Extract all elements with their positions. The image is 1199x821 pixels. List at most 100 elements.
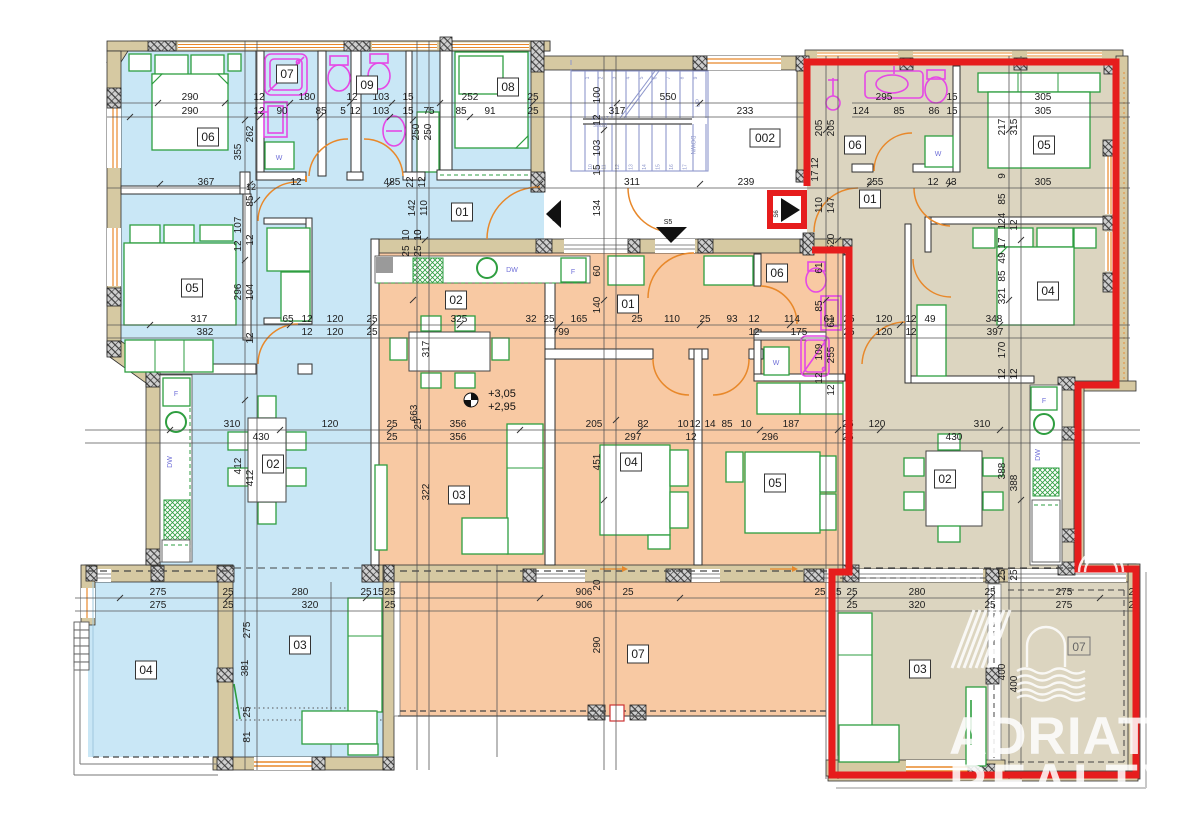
svg-text:1: 1 <box>585 76 591 79</box>
svg-text:25: 25 <box>222 587 234 598</box>
svg-text:12: 12 <box>826 384 837 396</box>
svg-text:25: 25 <box>846 600 858 611</box>
svg-text:297: 297 <box>625 432 642 443</box>
svg-text:15: 15 <box>402 106 414 117</box>
svg-text:002: 002 <box>755 131 775 145</box>
svg-text:15: 15 <box>372 587 384 598</box>
svg-text:05: 05 <box>768 476 782 490</box>
svg-text:2: 2 <box>599 76 605 79</box>
svg-text:107: 107 <box>233 216 244 233</box>
svg-text:4: 4 <box>626 76 632 79</box>
svg-text:07: 07 <box>280 67 294 81</box>
svg-text:25: 25 <box>366 314 378 325</box>
svg-text:04: 04 <box>1041 284 1055 298</box>
svg-text:12: 12 <box>245 234 256 246</box>
svg-text:25: 25 <box>543 314 555 325</box>
svg-text:10: 10 <box>740 419 752 430</box>
svg-text:03: 03 <box>293 638 307 652</box>
svg-text:5: 5 <box>639 76 645 79</box>
svg-text:12: 12 <box>301 327 313 338</box>
svg-text:239: 239 <box>738 177 755 188</box>
svg-text:43: 43 <box>945 177 957 188</box>
svg-text:S4: S4 <box>553 214 559 222</box>
svg-text:187: 187 <box>783 419 800 430</box>
svg-text:7: 7 <box>666 76 672 79</box>
svg-text:90: 90 <box>276 106 288 117</box>
svg-text:290: 290 <box>182 106 199 117</box>
svg-text:305: 305 <box>1035 106 1052 117</box>
svg-text:12: 12 <box>997 368 1008 380</box>
svg-text:DW: DW <box>167 456 174 468</box>
svg-text:103: 103 <box>592 139 603 156</box>
svg-text:205: 205 <box>814 119 825 136</box>
svg-text:20: 20 <box>592 579 603 591</box>
svg-text:147: 147 <box>826 196 837 213</box>
svg-text:49: 49 <box>997 252 1008 264</box>
svg-text:134: 134 <box>592 199 603 216</box>
svg-text:320: 320 <box>302 600 319 611</box>
svg-text:430: 430 <box>253 432 270 443</box>
svg-text:252: 252 <box>462 92 479 103</box>
svg-text:25: 25 <box>527 92 539 103</box>
svg-text:906: 906 <box>576 587 593 598</box>
svg-text:381: 381 <box>240 659 251 676</box>
svg-text:12: 12 <box>1009 368 1020 380</box>
svg-text:F: F <box>1042 398 1046 405</box>
svg-text:12: 12 <box>349 106 361 117</box>
svg-text:85: 85 <box>721 419 733 430</box>
svg-text:12: 12 <box>592 114 603 126</box>
svg-text:14: 14 <box>704 419 716 430</box>
svg-text:14: 14 <box>642 164 648 170</box>
svg-text:10: 10 <box>401 229 412 241</box>
svg-text:295: 295 <box>876 92 893 103</box>
svg-text:296: 296 <box>233 283 244 300</box>
svg-text:663: 663 <box>409 404 420 421</box>
svg-text:317: 317 <box>609 106 626 117</box>
svg-text:15: 15 <box>656 164 662 170</box>
svg-text:5: 5 <box>340 106 346 117</box>
svg-text:275: 275 <box>1056 587 1073 598</box>
svg-text:DOWN: DOWN <box>689 136 695 155</box>
svg-text:296: 296 <box>762 432 779 443</box>
svg-text:12: 12 <box>810 157 821 169</box>
svg-text:01: 01 <box>455 205 469 219</box>
svg-text:15: 15 <box>830 587 842 598</box>
svg-text:120: 120 <box>869 419 886 430</box>
svg-text:85: 85 <box>315 106 327 117</box>
svg-text:104: 104 <box>245 283 256 300</box>
svg-text:275: 275 <box>150 587 167 598</box>
svg-text:16: 16 <box>669 164 675 170</box>
svg-text:25: 25 <box>360 587 372 598</box>
svg-text:25: 25 <box>384 600 396 611</box>
svg-text:25: 25 <box>984 600 996 611</box>
svg-text:520: 520 <box>826 233 837 250</box>
svg-text:180: 180 <box>299 92 316 103</box>
svg-text:F: F <box>571 269 575 276</box>
svg-text:+3,05: +3,05 <box>488 388 516 400</box>
svg-text:250: 250 <box>411 123 422 140</box>
svg-text:61: 61 <box>823 314 835 325</box>
svg-text:356: 356 <box>450 432 467 443</box>
svg-text:06: 06 <box>201 130 215 144</box>
svg-text:382: 382 <box>197 327 214 338</box>
svg-text:17: 17 <box>683 164 689 170</box>
svg-text:82: 82 <box>637 419 649 430</box>
svg-text:12: 12 <box>253 92 265 103</box>
svg-text:290: 290 <box>182 92 199 103</box>
svg-text:S6: S6 <box>774 210 780 218</box>
svg-text:400: 400 <box>997 663 1008 680</box>
svg-text:17Rx17: 17Rx17 <box>591 116 608 122</box>
svg-text:12: 12 <box>233 240 244 252</box>
svg-text:250: 250 <box>423 123 434 140</box>
svg-text:325: 325 <box>451 314 468 325</box>
svg-text:124: 124 <box>853 106 870 117</box>
svg-text:01: 01 <box>621 297 635 311</box>
svg-text:275: 275 <box>242 621 253 638</box>
svg-text:233: 233 <box>737 106 754 117</box>
svg-text:550: 550 <box>660 92 677 103</box>
svg-text:25: 25 <box>222 600 234 611</box>
svg-text:485: 485 <box>384 177 401 188</box>
svg-text:60: 60 <box>592 265 603 277</box>
svg-text:12: 12 <box>290 177 302 188</box>
svg-text:120: 120 <box>327 327 344 338</box>
